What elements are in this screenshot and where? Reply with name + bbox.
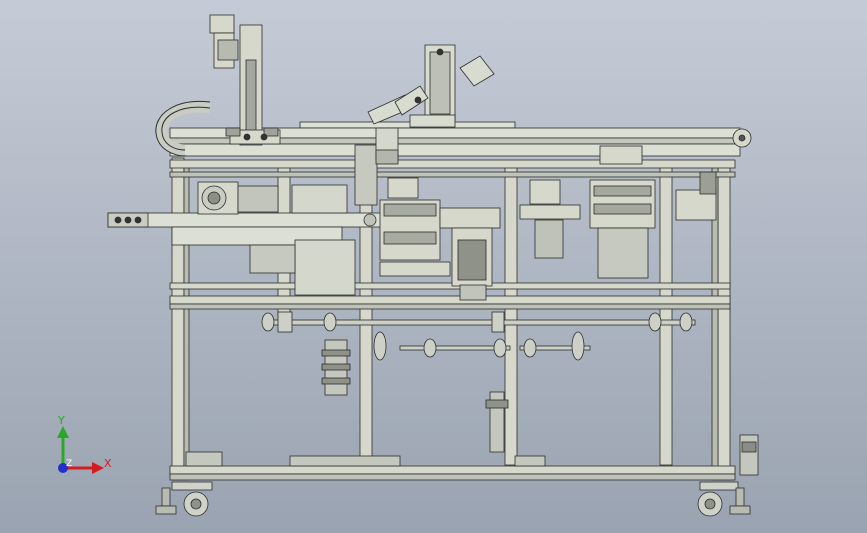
lower-shaft — [399, 345, 511, 351]
arm-base — [409, 114, 456, 128]
leveling-foot-right — [735, 487, 745, 507]
right-slider — [534, 219, 564, 259]
side-block — [249, 244, 296, 274]
z-axis-dot — [58, 463, 68, 473]
cross-arm — [439, 207, 501, 229]
upper-block — [291, 184, 348, 214]
shaft-assembly — [261, 311, 696, 361]
z-axis-label: Z — [66, 459, 72, 469]
lift-cylinder-head — [209, 14, 235, 34]
conveyor-end-axle — [738, 134, 746, 142]
arm-motor — [459, 55, 495, 87]
axis-triad: Y X Z — [57, 414, 112, 474]
frame-post-inner-4 — [659, 164, 673, 466]
flange-2 — [571, 331, 585, 361]
bearing-7 — [679, 312, 693, 332]
floor-plate-right — [514, 455, 546, 467]
air-filter-unit — [739, 434, 759, 476]
caster-left-plate — [171, 481, 213, 491]
x-axis-arrowhead — [92, 462, 104, 474]
stack-lower — [597, 227, 649, 279]
center-left-plate — [249, 127, 399, 296]
center-mechanism — [363, 177, 501, 301]
right-cross-bar — [519, 204, 581, 220]
bearing-5 — [523, 338, 537, 358]
bearing-6 — [648, 312, 662, 332]
machine-frame — [169, 157, 736, 481]
rail-upper-2 — [169, 171, 736, 178]
cantilever-beam — [107, 212, 399, 228]
rail-mid-3 — [169, 303, 731, 310]
bearing-3 — [423, 338, 437, 358]
y-axis-arrowhead — [57, 426, 69, 438]
lower-devices — [185, 339, 759, 476]
stack-top — [599, 145, 643, 165]
top-guide-bar — [299, 121, 516, 129]
rail-upper — [169, 159, 736, 169]
flange-1 — [373, 331, 387, 361]
bearing-2 — [323, 312, 337, 332]
pillow-block-center — [491, 311, 505, 333]
vertical-lift-column — [209, 14, 281, 146]
bearing-4 — [493, 338, 507, 358]
center-block-top — [387, 177, 419, 199]
floor-box-left — [185, 451, 223, 467]
rail-bottom — [169, 465, 736, 475]
lift-clamp-left — [225, 127, 241, 137]
mounting-plate — [294, 239, 356, 296]
conveyor-beam-lower — [169, 143, 741, 157]
floor-plate-center — [289, 455, 401, 467]
frame-post-right-outer — [717, 164, 731, 481]
vertical-bracket — [354, 144, 378, 206]
rail-mid-1 — [169, 282, 731, 290]
cable-chain — [155, 100, 211, 157]
top-conveyor-beam — [169, 121, 752, 157]
x-axis-label: X — [104, 457, 112, 470]
lift-column-slot — [245, 59, 257, 141]
slide-rail — [379, 261, 451, 277]
frame-post-inner-2 — [359, 164, 373, 466]
arm-link-mid — [394, 85, 429, 116]
caster-right-plate — [699, 481, 739, 491]
frame-post-left-inner — [183, 164, 190, 481]
lift-clamp-right — [263, 127, 279, 137]
rail-bottom-2 — [169, 473, 736, 481]
pillow-block-left — [277, 311, 293, 333]
lift-bracket — [217, 39, 239, 61]
caster-right — [697, 481, 751, 517]
y-axis-label: Y — [57, 414, 65, 427]
frame-post-left-outer — [171, 157, 185, 481]
center-right-mechanism — [519, 145, 717, 279]
left-gearbox — [197, 181, 279, 215]
right-end-block — [675, 189, 717, 221]
bearing-1 — [261, 312, 275, 332]
lower-shaft-right — [519, 345, 591, 351]
right-top-block — [529, 179, 561, 205]
rail-mid-2 — [169, 295, 731, 305]
frame-post-inner-3 — [504, 164, 518, 466]
tilted-arm-assembly — [367, 44, 495, 128]
leveling-foot-left — [161, 487, 171, 507]
gearbox-extension — [237, 185, 279, 213]
caster-left — [155, 481, 213, 517]
